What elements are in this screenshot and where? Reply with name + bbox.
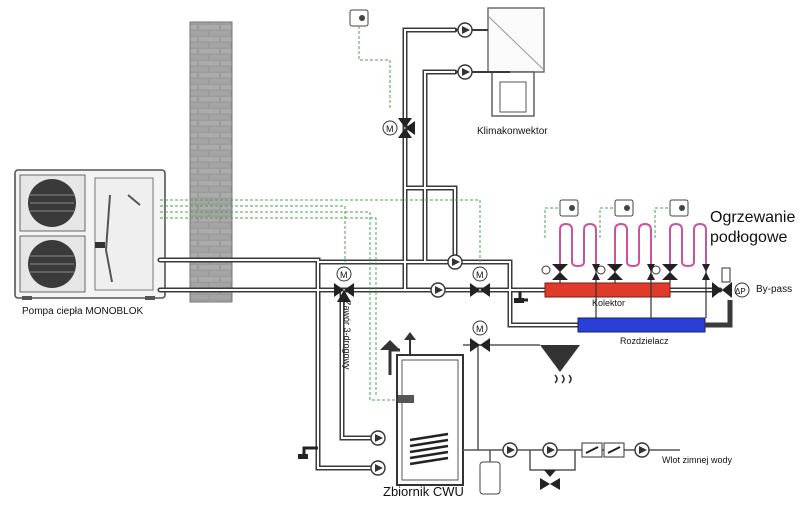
underfloor-circulation-pump [430, 282, 446, 298]
bypass-label: By-pass [756, 284, 793, 295]
drain-tap [514, 292, 528, 303]
tank-return-pump [370, 460, 386, 476]
tank-drain-tap [298, 446, 318, 459]
tank-coil-pump [370, 430, 386, 446]
distributor-label: Rozdzielacz [620, 336, 669, 346]
differential-pressure-symbol: ΔP [735, 287, 746, 296]
brick-wall [189, 21, 233, 303]
distributor-bar [577, 317, 706, 333]
fan-coil-unit [455, 7, 545, 117]
fan-coil-return-pump [457, 64, 473, 80]
dhw-tank-label: Zbiornik CWU [383, 484, 464, 499]
main-valve-motor-symbol: M [340, 270, 348, 280]
zone-actuators [541, 264, 678, 280]
return-shutoff-valves [592, 264, 710, 280]
fan-coil-thermostat [349, 9, 369, 27]
cold-water-valve [542, 442, 558, 458]
underfloor-label-line2: podłogowe [710, 229, 788, 246]
underfloor-label-line1: Ogrzewanie [710, 209, 796, 226]
zone-thermostats [559, 199, 689, 217]
valve-motor-symbol: M [386, 124, 394, 134]
underfloor-mixing-valve [470, 266, 490, 297]
fan-coil-mixing-valve [382, 118, 415, 138]
heat-pump-label: Pompa ciepła MONOBLOK [22, 306, 144, 317]
control-wiring [160, 199, 670, 401]
expansion-vessel [479, 461, 501, 495]
fan-coil-supply-pump [457, 22, 473, 38]
collector-bar [544, 282, 671, 298]
cold-water-filters [581, 442, 625, 458]
bypass-valve [705, 267, 750, 328]
return-pump [447, 254, 463, 270]
cold-water-check-valve [502, 442, 518, 458]
cold-water-inlet-label: Wlot zimnej wody [662, 455, 733, 465]
dhw-mixing-valve [463, 320, 540, 450]
cold-water-inlet-valve [634, 442, 650, 458]
dhw-tank [396, 332, 464, 486]
shower-head [540, 345, 580, 384]
three-way-valve-label: Zawór 3-drogowy [342, 300, 352, 370]
safety-valve [540, 470, 560, 490]
heat-pump-unit [14, 169, 166, 300]
underfloor-valve-motor-symbol: M [476, 270, 484, 280]
fan-coil-label: Klimakonwektor [477, 126, 548, 137]
floor-heating-loops [559, 222, 707, 270]
dhw-valve-motor-symbol: M [476, 324, 484, 334]
collector-label: Kolektor [592, 298, 626, 308]
main-three-way-valve [334, 266, 354, 302]
